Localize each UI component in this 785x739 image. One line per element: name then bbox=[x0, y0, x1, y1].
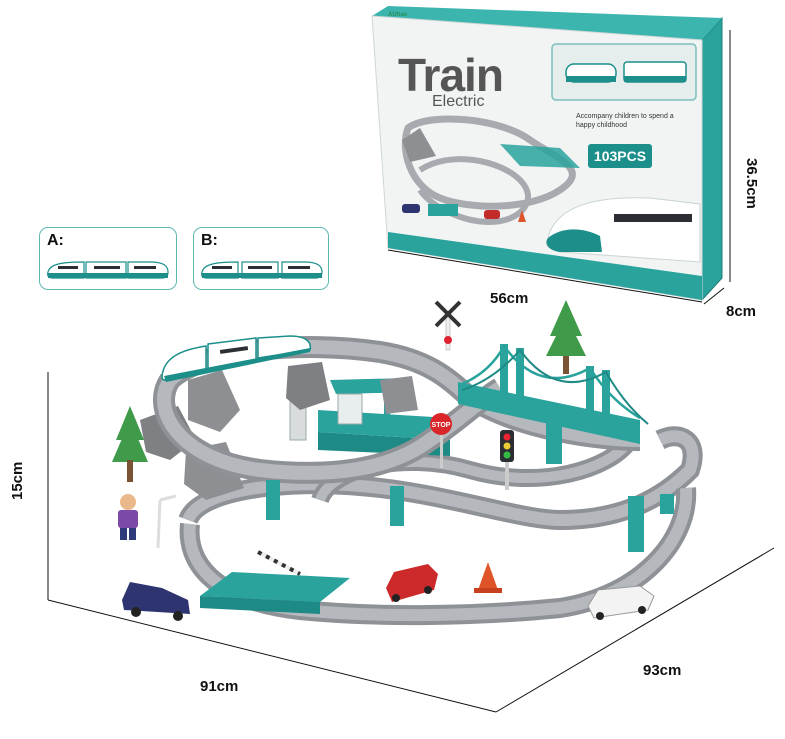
set-depth-label: 93cm bbox=[643, 662, 682, 679]
set-width-label: 91cm bbox=[200, 678, 239, 695]
tree-right bbox=[546, 300, 586, 374]
figure bbox=[118, 494, 138, 540]
track-pillars bbox=[266, 420, 674, 552]
white-police-car bbox=[587, 585, 655, 620]
box-subtitle: Electric bbox=[432, 93, 485, 110]
box-width-label: 56cm bbox=[490, 290, 529, 307]
option-a-panel: A: bbox=[39, 227, 177, 290]
option-a-label: A: bbox=[47, 232, 64, 249]
train bbox=[161, 335, 312, 382]
tree-left bbox=[112, 406, 148, 482]
suspension-bridge bbox=[458, 343, 649, 444]
stop-sign: STOP bbox=[430, 413, 452, 468]
brand-logo: AUhao bbox=[388, 12, 408, 18]
railroad-crossing-sign bbox=[434, 300, 462, 351]
red-car bbox=[386, 564, 438, 602]
option-b-label: B: bbox=[201, 232, 218, 249]
street-lamp bbox=[156, 494, 177, 549]
box-depth-label: 8cm bbox=[726, 303, 757, 320]
svg-text:STOP: STOP bbox=[432, 422, 451, 429]
box-title: Train bbox=[398, 49, 504, 101]
piece-count-badge: 103PCS bbox=[588, 144, 652, 168]
option-a-train-icon bbox=[47, 261, 169, 279]
option-b-panel: B: bbox=[193, 227, 329, 290]
box-tagline: Accompany children to spend a happy chil… bbox=[576, 113, 674, 129]
traffic-cone bbox=[474, 562, 502, 593]
blue-pickup-car bbox=[122, 582, 190, 621]
option-b-train-icon bbox=[201, 261, 323, 279]
level-crossing bbox=[200, 550, 350, 614]
traffic-light bbox=[500, 430, 514, 490]
